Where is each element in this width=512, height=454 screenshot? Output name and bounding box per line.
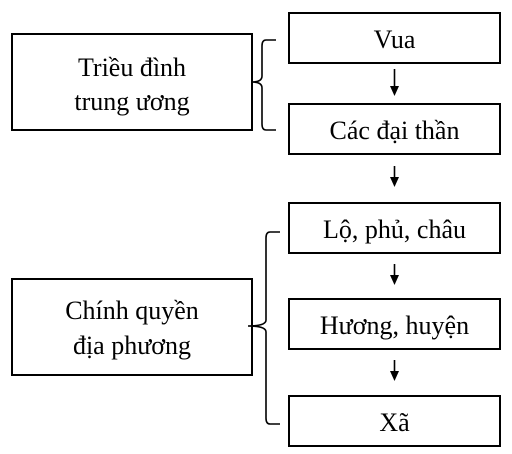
central-court-label-line1: Triều đình — [78, 53, 186, 82]
central-brace — [251, 39, 276, 131]
level-lo-phu-chau: Lộ, phủ, châu — [288, 202, 501, 254]
central-court-label-line2: trung ương — [74, 87, 189, 116]
group-central-court: Triều đình trung ương — [11, 33, 253, 131]
local-government-label-line2: địa phương — [73, 331, 191, 360]
level-dai-than: Các đại thần — [288, 103, 501, 155]
xa-label: Xã — [379, 408, 410, 437]
level-vua: Vua — [288, 12, 501, 64]
dai-than-box — [288, 103, 501, 155]
lo-phu-chau-box — [288, 202, 501, 254]
huong-huyen-label: Hương, huyện — [320, 311, 469, 340]
arrow-dai-than-to-lo-phu-chau — [390, 166, 399, 187]
arrow-vua-to-dai-than — [390, 69, 399, 96]
vua-label: Vua — [374, 25, 416, 54]
local-brace — [247, 231, 280, 425]
huong-huyen-box — [288, 298, 501, 350]
local-government-label-line1: Chính quyền — [65, 296, 199, 325]
xa-box — [288, 395, 501, 447]
local-government-box — [11, 278, 253, 376]
dai-than-label: Các đại thần — [330, 116, 460, 145]
group-local-government: Chính quyền địa phương — [11, 278, 253, 376]
vua-box — [288, 12, 501, 64]
level-huong-huyen: Hương, huyện — [288, 298, 501, 350]
lo-phu-chau-label: Lộ, phủ, châu — [323, 215, 466, 244]
central-court-box — [11, 33, 253, 131]
arrow-huong-huyen-to-xa — [390, 360, 399, 381]
arrow-lo-phu-chau-to-huong-huyen — [390, 264, 399, 285]
level-xa: Xã — [288, 395, 501, 447]
